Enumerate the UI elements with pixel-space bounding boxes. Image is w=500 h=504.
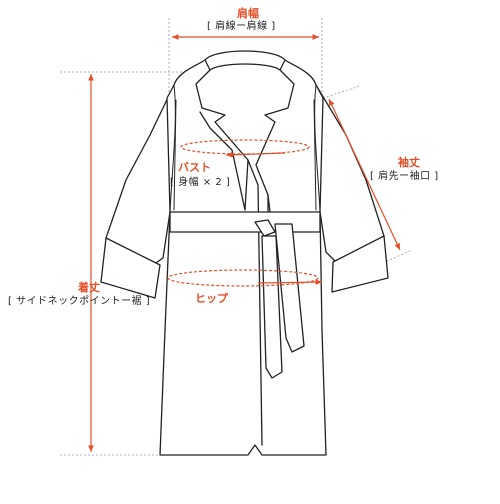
- bust-label: バスト: [178, 161, 211, 174]
- belt-tail-long: [274, 223, 305, 353]
- length-note: [ サイドネックポイントー裾 ]: [8, 296, 151, 307]
- back-collar: [204, 50, 286, 71]
- right-cuff: [331, 235, 389, 293]
- guide-lines: [60, 18, 413, 456]
- sleeve-arrow: [328, 98, 401, 251]
- right-armhole: [314, 84, 321, 213]
- coat-body: [159, 59, 327, 456]
- guide-sleeve-top: [322, 85, 361, 99]
- belt-tail-short: [261, 235, 283, 379]
- sleeve-label: 袖丈: [398, 156, 420, 169]
- hip-ellipse: [167, 269, 319, 287]
- guide-sleeve-cuff: [382, 249, 413, 264]
- bust-note: [ 身幅 × 2 ]: [170, 177, 231, 188]
- shoulder-note: [ 肩線ー肩線 ]: [207, 21, 276, 32]
- left-sleeve: [105, 84, 175, 266]
- left-cuff: [100, 237, 161, 299]
- front-edge: [247, 159, 263, 446]
- coat-seams: [169, 84, 321, 213]
- bust-arrow: [225, 151, 286, 158]
- measure-arrows: [88, 34, 401, 452]
- shoulder-label: 肩幅: [237, 7, 259, 20]
- belt-knot: [254, 219, 276, 237]
- sleeve-note: [ 肩先ー袖口 ]: [370, 171, 439, 182]
- coat-outline: [100, 50, 389, 456]
- left-armhole: [169, 84, 176, 213]
- hip-label: ヒップ: [195, 292, 228, 305]
- length-label: 着丈: [78, 281, 100, 294]
- hip-arrow: [257, 279, 323, 285]
- belt: [169, 211, 321, 233]
